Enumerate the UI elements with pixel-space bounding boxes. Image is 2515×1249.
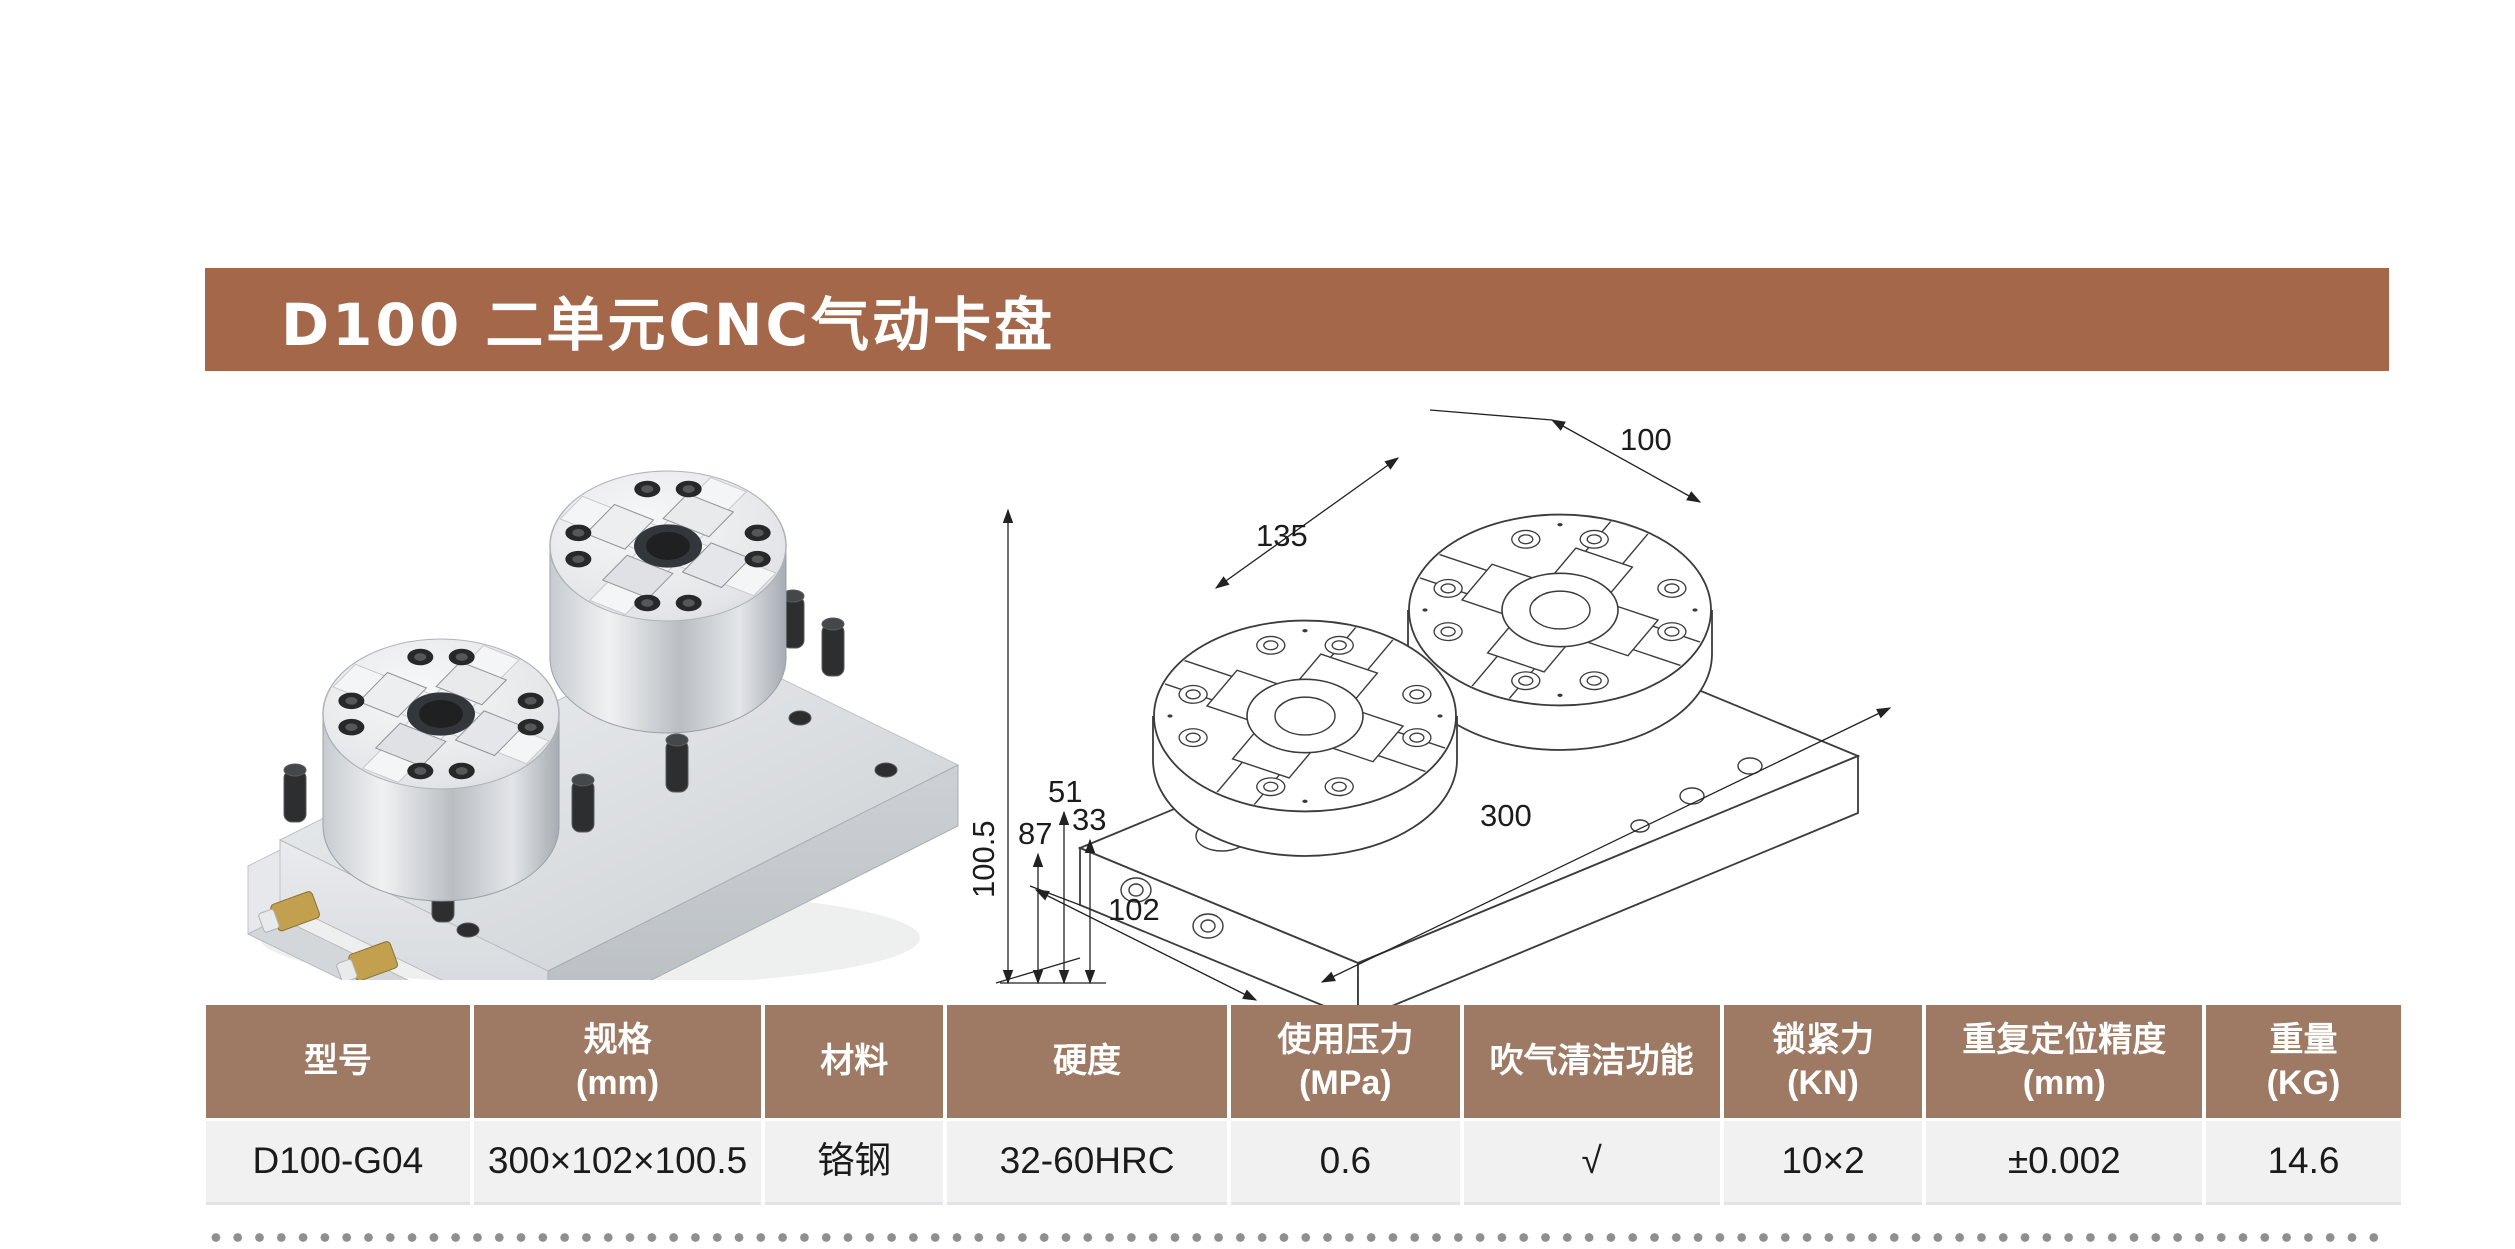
cell-repeatability: ±0.002	[1926, 1121, 2203, 1205]
cell-air-clean: √	[1463, 1121, 1720, 1205]
header-lock-force: 锁紧力(KN)	[1723, 1005, 1923, 1118]
dotted-divider	[205, 1231, 2390, 1244]
product-photo	[210, 418, 970, 980]
dim-height-low: 33	[1072, 802, 1106, 837]
chuck-rear	[549, 470, 787, 734]
dim-chuck-pitch: 135	[1256, 518, 1308, 553]
header-weight: 重量(KG)	[2206, 1005, 2401, 1118]
title-bar: D100 二单元CNC气动卡盘	[205, 268, 2389, 371]
dim-height-total: 100.5	[966, 820, 1001, 898]
spec-table-row: D100-G04 300×102×100.5 铬钢 32-60HRC 0.6 √…	[206, 1121, 2401, 1205]
header-repeatability: 重复定位精度(mm)	[1926, 1005, 2203, 1118]
cell-hardness: 32-60HRC	[947, 1121, 1227, 1205]
spec-table-header: 型号 规格(mm) 材料 硬度 使用压力(MPa) 吹气清洁功能 锁紧力(KN)…	[206, 1005, 2401, 1118]
dim-base-length: 300	[1480, 798, 1532, 833]
technical-drawing-svg: 100 135 300 102 100.5 87 51 33	[966, 409, 1892, 1022]
dim-height-mid: 51	[1048, 774, 1082, 809]
header-model: 型号	[206, 1005, 470, 1118]
product-photo-svg	[246, 470, 960, 980]
cell-lock-force: 10×2	[1723, 1121, 1923, 1205]
spec-table: 型号 规格(mm) 材料 硬度 使用压力(MPa) 吹气清洁功能 锁紧力(KN)…	[206, 1005, 2401, 1205]
header-hardness: 硬度	[947, 1005, 1227, 1118]
dim-height-body: 87	[1018, 816, 1052, 851]
technical-drawing: 100 135 300 102 100.5 87 51 33	[960, 398, 1900, 1038]
dim-base-width: 102	[1108, 892, 1160, 927]
chuck-front	[322, 638, 560, 902]
header-pressure: 使用压力(MPa)	[1230, 1005, 1460, 1118]
header-air-clean: 吹气清洁功能	[1463, 1005, 1720, 1118]
dim-chuck-width: 100	[1620, 422, 1672, 457]
dimension-lines	[995, 409, 1892, 1001]
drawing-chuck-front	[1153, 621, 1457, 856]
cell-pressure: 0.6	[1230, 1121, 1460, 1205]
cell-weight: 14.6	[2206, 1121, 2401, 1205]
header-spec: 规格(mm)	[473, 1005, 762, 1118]
cell-spec: 300×102×100.5	[473, 1121, 762, 1205]
header-material: 材料	[765, 1005, 944, 1118]
cell-model: D100-G04	[206, 1121, 470, 1205]
pneumatic-fittings	[258, 891, 398, 980]
dimension-labels: 100 135 300 102 100.5 87 51 33	[966, 422, 1672, 927]
cell-material: 铬钢	[765, 1121, 944, 1205]
page-title: D100 二单元CNC气动卡盘	[281, 290, 1056, 359]
